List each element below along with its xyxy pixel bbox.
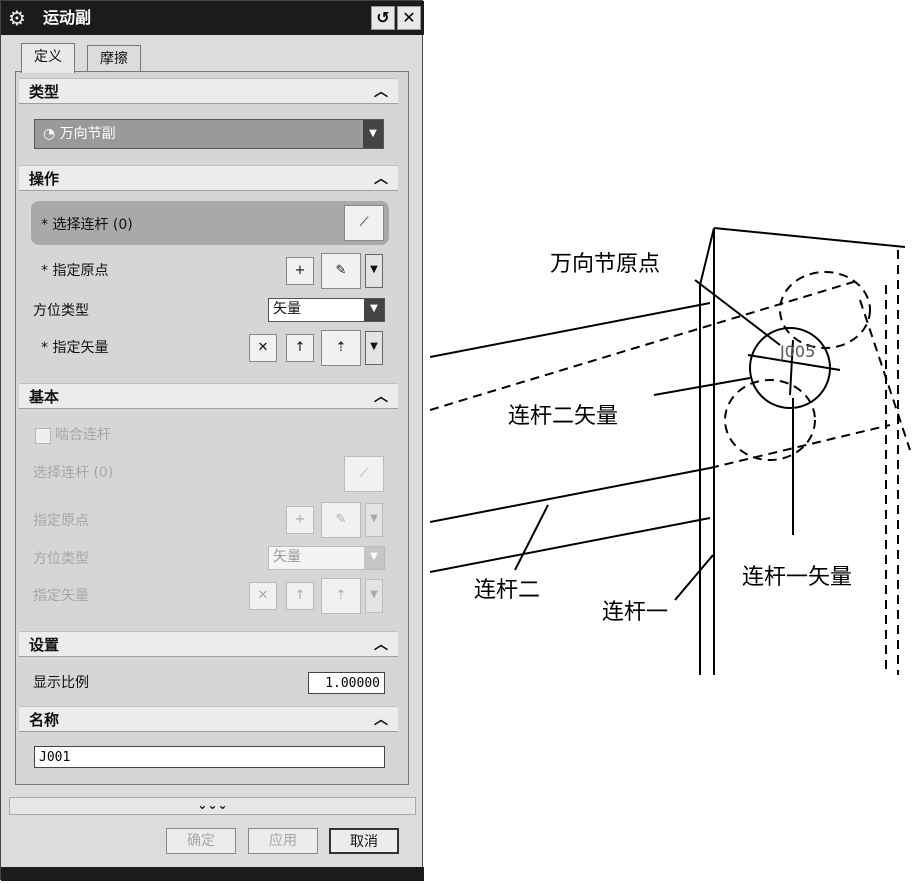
apply-button[interactable]: 应用 [248, 828, 318, 854]
point-inference-icon[interactable]: ✎ [321, 502, 361, 538]
basic-orient-type-select[interactable]: 矢量 ▼ [268, 546, 385, 570]
vector-inference-icon[interactable]: ⇡ [321, 578, 361, 614]
select-link-label: * 选择连杆 (0) [41, 217, 133, 233]
orient-type-select[interactable]: 矢量 ▼ [268, 298, 385, 322]
section-name-header[interactable]: 名称 ︿ [19, 706, 398, 732]
reset-icon[interactable]: ↺ [371, 6, 395, 30]
section-operation-title: 操作 [29, 170, 60, 188]
chevron-down-icon[interactable]: ▼ [365, 503, 383, 537]
link2-leader [514, 504, 549, 571]
close-icon[interactable]: ✕ [397, 6, 421, 30]
reverse-direction-icon[interactable]: ✕ [249, 582, 277, 610]
chevron-down-icon[interactable]: ▼ [364, 547, 384, 569]
reverse-direction-icon[interactable]: ✕ [249, 334, 277, 362]
chevron-down-icon[interactable]: ▼ [364, 299, 384, 321]
chevron-down-icon[interactable]: ▼ [363, 120, 383, 148]
section-settings-header[interactable]: 设置 ︿ [19, 631, 398, 657]
display-scale-label: 显示比例 [33, 675, 89, 691]
link2-edge [429, 517, 711, 573]
chevron-down-icon[interactable]: ▼ [365, 254, 383, 288]
tab-definition[interactable]: 定义 [21, 43, 75, 73]
dialog-title: 运动副 [43, 8, 92, 27]
joint-type-value: 万向节副 [59, 126, 116, 142]
graphics-viewport[interactable]: J005 万向节原点 连杆二矢量 连杆二 连杆一 连杆一矢量 [429, 0, 917, 880]
link1-edge [713, 227, 906, 248]
select-link-button[interactable]: ⟋ [344, 205, 384, 241]
origin-callout: 万向节原点 [550, 252, 661, 277]
vector-dialog-icon[interactable]: ↑ [286, 334, 314, 362]
joint-hidden-circle [724, 379, 816, 461]
vector-dialog-icon[interactable]: ↑ [286, 582, 314, 610]
joint-sphere [749, 327, 831, 409]
basic-orient-type-label: 方位类型 [33, 551, 89, 567]
joint-hidden-circle [779, 271, 871, 349]
section-name-title: 名称 [29, 711, 60, 729]
section-operation-header[interactable]: 操作 ︿ [19, 165, 398, 191]
joint-id-label: J005 [779, 342, 815, 361]
universal-joint-diagram: J005 [429, 227, 911, 675]
tab-friction[interactable]: 摩擦 [87, 45, 141, 72]
link2-vector-leader [653, 377, 751, 396]
ok-button[interactable]: 确定 [166, 828, 236, 854]
link2-edge [429, 302, 711, 358]
link2-edge [429, 467, 711, 523]
specify-vector-label: * 指定矢量 [41, 340, 109, 356]
origin-leader [694, 279, 781, 346]
specify-origin-label: * 指定原点 [41, 263, 109, 279]
select-link-button[interactable]: ⟋ [344, 456, 384, 492]
orient-type-value: 矢量 [273, 301, 301, 317]
chevron-down-icon[interactable]: ▼ [365, 579, 383, 613]
gear-icon[interactable]: ⚙ [8, 6, 26, 30]
mesh-link-label: 啮合连杆 [55, 427, 111, 443]
dialog-bottom-border [1, 867, 424, 881]
link-hidden-edge [859, 299, 911, 451]
basic-vector-label: 指定矢量 [33, 588, 89, 604]
collapse-icon[interactable]: ︿ [374, 389, 388, 405]
chevron-down-icon[interactable]: ▼ [365, 331, 383, 365]
point-inference-icon[interactable]: ✎ [321, 253, 361, 289]
mesh-link-checkbox[interactable] [35, 428, 51, 444]
collapse-icon[interactable]: ︿ [374, 84, 388, 100]
basic-origin-label: 指定原点 [33, 513, 89, 529]
expand-more-bar[interactable]: ⌄⌄⌄ [9, 797, 416, 815]
select-link-row-highlight[interactable] [31, 201, 389, 245]
link2-callout: 连杆二 [474, 578, 541, 603]
link2-vector-callout: 连杆二矢量 [508, 404, 619, 429]
orient-type-label: 方位类型 [33, 303, 89, 319]
point-dialog-icon[interactable]: + [286, 257, 314, 285]
collapse-icon[interactable]: ︿ [374, 637, 388, 653]
collapse-icon[interactable]: ︿ [374, 171, 388, 187]
point-dialog-icon[interactable]: + [286, 506, 314, 534]
basic-select-link-label: 选择连杆 (0) [33, 465, 114, 481]
joint-axis [789, 339, 794, 396]
cancel-button[interactable]: 取消 [329, 828, 399, 854]
vector-inference-icon[interactable]: ⇡ [321, 330, 361, 366]
section-basic-title: 基本 [29, 388, 60, 406]
link1-vector-callout: 连杆一矢量 [742, 565, 853, 590]
link1-callout: 连杆一 [602, 600, 669, 625]
collapse-icon[interactable]: ︿ [374, 712, 388, 728]
section-type-header[interactable]: 类型 ︿ [19, 78, 398, 104]
joint-axis [747, 354, 841, 371]
section-type-title: 类型 [29, 83, 60, 101]
display-scale-input[interactable] [308, 672, 385, 694]
title-bar: ⚙ 运动副 ↺ ✕ [1, 1, 424, 35]
expand-more-icon: ⌄⌄⌄ [197, 798, 228, 812]
basic-orient-type-value: 矢量 [273, 549, 301, 565]
section-settings-title: 设置 [29, 636, 60, 654]
link2-hidden-edge [709, 424, 891, 469]
motion-joint-dialog: ⚙ 运动副 ↺ ✕ 定义 摩擦 类型 ︿ ◔ 万向节副 ▼ 操作 ︿ * 选择连… [0, 0, 424, 881]
joint-name-input[interactable] [34, 746, 385, 768]
joint-type-select[interactable]: ◔ 万向节副 ▼ [34, 119, 384, 149]
link1-leader [674, 554, 714, 601]
section-basic-header[interactable]: 基本 ︿ [19, 383, 398, 409]
universal-joint-icon: ◔ [43, 126, 56, 142]
link1-edge [699, 227, 715, 286]
